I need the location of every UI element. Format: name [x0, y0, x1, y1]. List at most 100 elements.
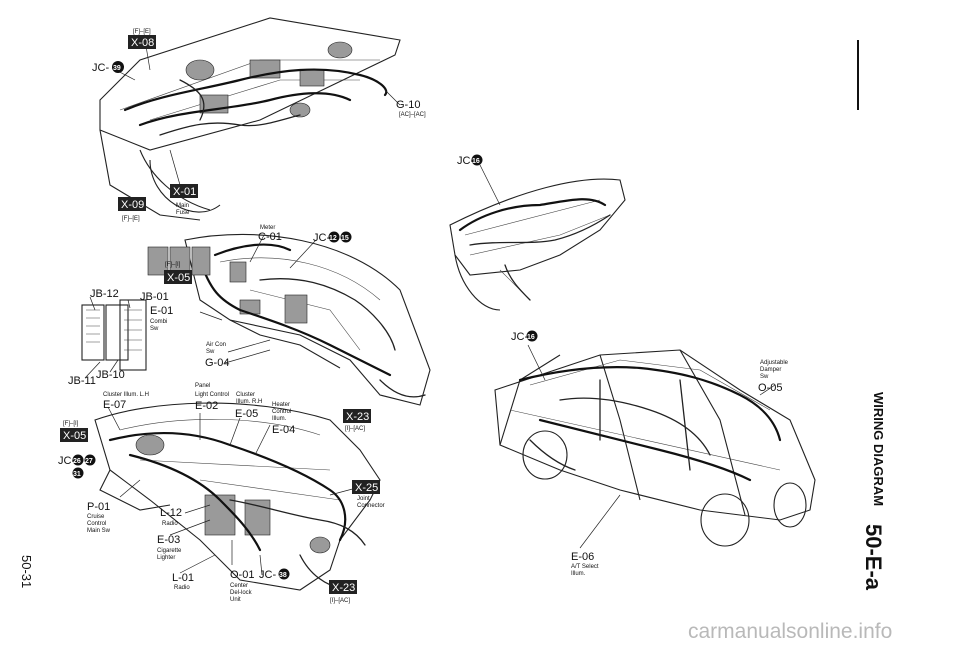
- meter-label: Meter: [260, 225, 275, 231]
- connector-ref-fe-mid: [F]–[E]: [122, 216, 140, 222]
- connector-label-e04: E-04: [272, 424, 295, 436]
- adjustable-damper-label-line1: Adjustable: [760, 360, 789, 366]
- combi-sw-label-line2: Sw: [150, 326, 159, 332]
- jc-number-12: 12: [328, 231, 340, 243]
- svg-text:27: 27: [85, 458, 93, 465]
- connector-ref-g10: [AC]–[AC]: [399, 112, 426, 118]
- radio-label-1: Radio: [162, 521, 178, 527]
- cigarette-lighter-label-line1: Cigarette: [157, 548, 182, 554]
- heater-control-label-line2: Control: [272, 409, 291, 415]
- sidebar-title: WIRING DIAGRAM: [871, 392, 886, 506]
- cigarette-lighter-label-line2: Lighter: [157, 555, 175, 561]
- joint-connector-label-line2: Connector: [357, 503, 385, 509]
- jc-number-27: 27: [84, 454, 96, 466]
- connector-label-o01: O-01: [230, 569, 254, 581]
- connector-badge-x05-left: X-05: [60, 428, 88, 442]
- connector-label-c01: C-01: [258, 231, 282, 243]
- svg-text:38: 38: [279, 572, 287, 579]
- svg-text:X-05: X-05: [167, 272, 190, 284]
- jc-label-right-mid: JC-: [511, 331, 528, 343]
- aircon-sw-label-line2: Sw: [206, 349, 215, 355]
- connector-label-e05: E-05: [235, 408, 258, 420]
- svg-text:X-25: X-25: [355, 482, 378, 494]
- center-del-lock-label-line2: Del-lock: [230, 590, 253, 596]
- wagon-body-illustration: [494, 344, 816, 549]
- connector-label-e06: E-06: [571, 551, 594, 563]
- connector-badge-x23-top: X-23: [343, 409, 371, 423]
- car-interior-wireframe: [449, 164, 626, 311]
- jc-number-15: 15: [340, 231, 352, 243]
- at-select-illum-label-line2: Illum.: [571, 571, 586, 577]
- connector-badge-x25: X-25: [352, 480, 380, 494]
- instrument-panel-illustration: [94, 402, 381, 591]
- adjustable-damper-label-line3: Sw: [760, 374, 769, 380]
- jc-number-26: 26: [72, 454, 84, 466]
- connector-label-l01: L-01: [172, 572, 194, 584]
- jc-number-16-mid: 16: [526, 330, 538, 342]
- heater-control-label-line1: Heater: [272, 402, 290, 408]
- cruise-control-label-line2: Control: [87, 521, 106, 527]
- connector-ref-fi-left: [F]–[I]: [63, 421, 79, 427]
- svg-text:12: 12: [329, 235, 337, 242]
- cluster-illum-rh-label-line2: Illum. R.H: [236, 399, 262, 405]
- junction-label-jb10: JB-10: [96, 369, 125, 381]
- connector-label-o05: O-05: [758, 382, 782, 394]
- svg-text:31: 31: [73, 471, 81, 478]
- jc-number-38: 38: [278, 568, 290, 580]
- svg-text:26: 26: [73, 458, 81, 465]
- svg-text:X-05: X-05: [63, 430, 86, 442]
- cruise-control-label-line1: Cruise: [87, 514, 105, 520]
- joint-connector-label-line1: Joint: [357, 496, 370, 502]
- svg-text:X-08: X-08: [131, 37, 154, 49]
- connector-ref-fe-top: [F]–[E]: [133, 29, 151, 35]
- main-fuse-label-line2: Fuse: [176, 210, 190, 216]
- connector-label-l12: L-12: [160, 507, 182, 519]
- watermark-text: carmanualsonline.info: [688, 620, 892, 643]
- connector-ref-ia-top: [I]–[AC]: [345, 426, 365, 432]
- svg-text:X-09: X-09: [121, 199, 144, 211]
- connector-label-e07: E-07: [103, 399, 126, 411]
- jc-label-left: JC-: [58, 455, 75, 467]
- center-del-lock-label-line1: Center: [230, 583, 248, 589]
- connector-label-g10: G-10: [396, 99, 420, 111]
- jc-label-meter: JC-: [313, 232, 330, 244]
- jc-label-right-top: JC-: [457, 155, 474, 167]
- cluster-illum-lh-label: Cluster Illum. L.H: [103, 392, 149, 398]
- connector-ref-ia-bottom: [I]–[AC]: [330, 598, 350, 604]
- cabin-dash-illustration: [184, 233, 431, 406]
- svg-text:X-23: X-23: [332, 582, 355, 594]
- jc-number-16-top: 16: [471, 154, 483, 166]
- combi-sw-label-line1: Combi: [150, 319, 167, 325]
- svg-text:39: 39: [113, 65, 121, 72]
- connector-label-e02: E-02: [195, 400, 218, 412]
- jc-number-39: 39: [112, 61, 124, 73]
- svg-text:16: 16: [527, 334, 535, 341]
- center-del-lock-label-line3: Unit: [230, 597, 241, 603]
- svg-text:X-23: X-23: [346, 411, 369, 423]
- connector-badge-x05-mid: X-05: [164, 270, 192, 284]
- svg-text:15: 15: [341, 235, 349, 242]
- connector-badge-x09: X-09: [118, 197, 146, 211]
- sidebar-section-title: WIRING DIAGRAM 50-E-a: [857, 40, 886, 591]
- svg-text:X-01: X-01: [173, 186, 196, 198]
- cruise-control-label-line3: Main Sw: [87, 528, 111, 534]
- jc-label-top: JC-: [92, 62, 109, 74]
- junction-label-jb12: JB-12: [90, 288, 119, 300]
- junction-box-illustration: [81, 246, 247, 379]
- connector-label-g04: G-04: [205, 357, 229, 369]
- adjustable-damper-label-line2: Damper: [760, 367, 781, 373]
- engine-bay-illustration: [99, 17, 401, 221]
- sidebar-section-code: 50-E-a: [861, 524, 886, 591]
- cluster-illum-rh-label-line1: Cluster: [236, 392, 255, 398]
- main-fuse-label-line1: Main: [176, 203, 189, 209]
- heater-control-label-line3: Illum.: [272, 416, 287, 422]
- connector-badge-x01: X-01: [170, 184, 198, 198]
- junction-label-jb11: JB-11: [68, 375, 96, 387]
- panel-light-label-line2: Light Control: [195, 392, 229, 398]
- junction-label-jb01: JB-01: [140, 291, 169, 303]
- radio-label-2: Radio: [174, 585, 190, 591]
- panel-light-label-line1: Panel: [195, 383, 210, 389]
- connector-label-e01: E-01: [150, 305, 173, 317]
- connector-badge-x08: X-08: [128, 35, 156, 49]
- connector-badge-x23-bottom: X-23: [329, 580, 357, 594]
